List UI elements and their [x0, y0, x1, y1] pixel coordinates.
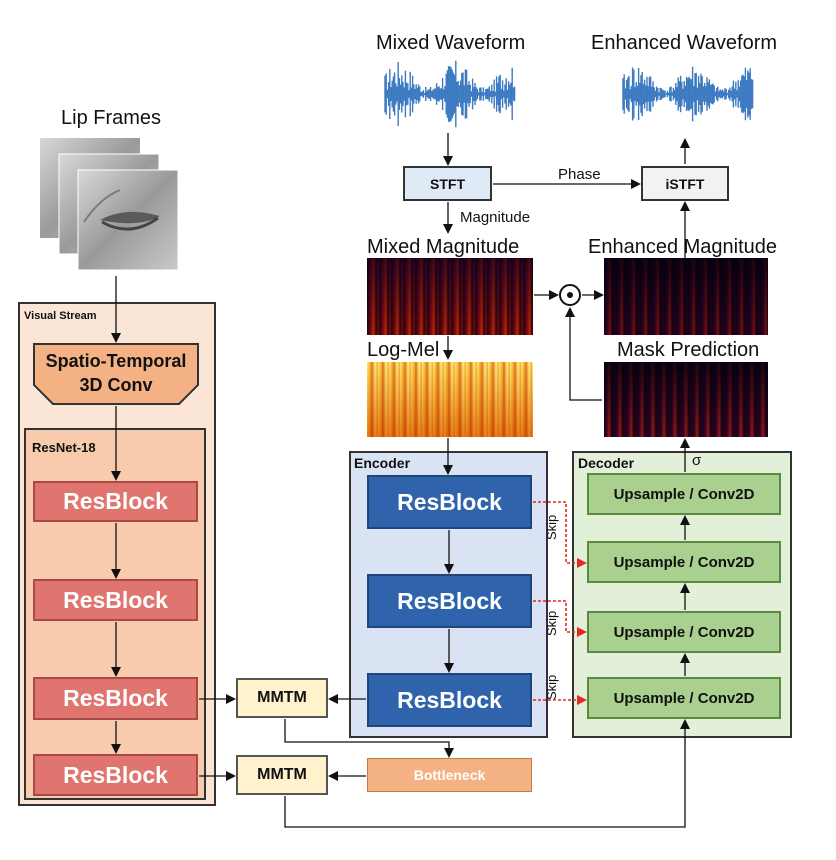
stft-box: STFT — [403, 166, 492, 201]
decoder-upsample-3: Upsample / Conv2D — [587, 611, 781, 653]
bottleneck-box: Bottleneck — [367, 758, 532, 792]
decoder-upsample-2: Upsample / Conv2D — [587, 541, 781, 583]
enhanced-magnitude-spectrogram — [604, 258, 768, 335]
log-mel-title: Log-Mel — [367, 339, 440, 361]
mmtm-box-2: MMTM — [236, 755, 328, 795]
visual-resblock-4: ResBlock — [33, 754, 198, 796]
mask-prediction-title: Mask Prediction — [617, 339, 760, 361]
istft-box: iSTFT — [641, 166, 729, 201]
mixed-magnitude-title: Mixed Magnitude — [367, 236, 520, 258]
wire-mmtm1-bottleneck — [284, 719, 454, 758]
magnitude-label: Magnitude — [460, 209, 531, 226]
log-mel-spectrogram — [367, 362, 533, 437]
spatio-temporal-conv-box: Spatio-Temporal 3D Conv — [33, 343, 199, 405]
encoder-resblock-2: ResBlock — [367, 574, 532, 628]
phase-label: Phase — [558, 166, 601, 183]
encoder-resblock-1: ResBlock — [367, 475, 532, 529]
mmtm-box-1: MMTM — [236, 678, 328, 718]
enhanced-waveform-image — [622, 66, 754, 122]
lip-frames-title: Lip Frames — [61, 107, 162, 129]
wire-mask-mult — [565, 307, 602, 401]
skip-arrow-2 — [533, 600, 587, 637]
visual-resblock-2: ResBlock — [33, 579, 198, 621]
resnet-tag: ResNet-18 — [32, 440, 96, 455]
wire-mmtm2-decoder — [284, 719, 690, 828]
visual-resblock-1: ResBlock — [33, 481, 198, 522]
lip-frames-image — [40, 138, 180, 273]
enhanced-waveform-title: Enhanced Waveform — [591, 32, 778, 54]
visual-stream-tag: Visual Stream — [24, 310, 97, 322]
decoder-upsample-1: Upsample / Conv2D — [587, 473, 781, 515]
visual-resblock-3: ResBlock — [33, 677, 198, 720]
encoder-tag: Encoder — [354, 455, 411, 471]
multiply-node — [559, 284, 581, 306]
conv-line1: Spatio-Temporal — [45, 351, 187, 371]
enhanced-magnitude-title: Enhanced Magnitude — [588, 236, 778, 258]
skip-arrow-1 — [533, 501, 587, 568]
mixed-magnitude-spectrogram — [367, 258, 533, 335]
decoder-upsample-4: Upsample / Conv2D — [587, 677, 781, 719]
mixed-waveform-title: Mixed Waveform — [376, 32, 526, 54]
encoder-resblock-3: ResBlock — [367, 673, 532, 727]
sigma-label: σ — [692, 452, 702, 469]
decoder-tag: Decoder — [578, 455, 635, 471]
mixed-waveform-image — [384, 60, 516, 128]
mask-prediction-spectrogram — [604, 362, 768, 437]
conv-line2: 3D Conv — [79, 375, 153, 395]
